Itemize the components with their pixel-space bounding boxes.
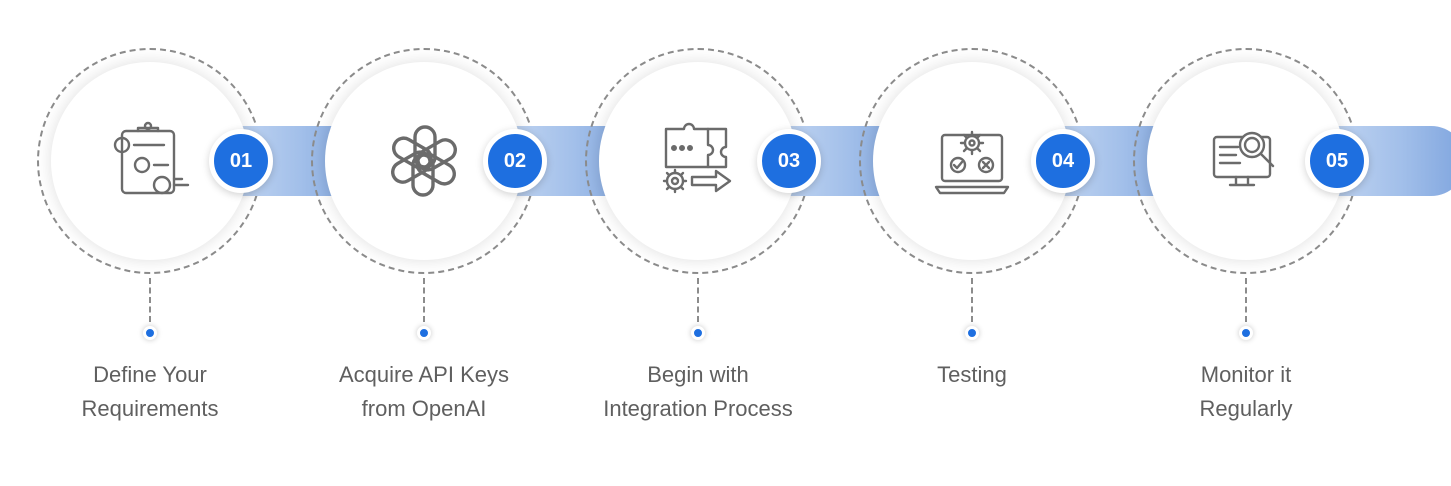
step-1: 01 Define Your Requirements (37, 0, 362, 486)
step-label: Testing (832, 358, 1112, 392)
step-number-badge: 02 (483, 129, 547, 193)
step-label: Begin with Integration Process (558, 358, 838, 426)
step-dot (965, 326, 979, 340)
step-label-line: Begin with (647, 362, 749, 387)
step-dot (691, 326, 705, 340)
dashed-connector-line (1245, 278, 1247, 322)
step-label-line: Acquire API Keys (339, 362, 509, 387)
step-label-line: Define Your (93, 362, 207, 387)
step-label-line: Integration Process (603, 396, 793, 421)
step-5: 05 Monitor it Regularly (1133, 0, 1451, 486)
dashed-connector-line (697, 278, 699, 322)
monitor-search-icon (1212, 131, 1275, 187)
step-number-badge: 04 (1031, 129, 1095, 193)
numbered-checklist-icon (113, 121, 190, 195)
laptop-testing-icon (934, 130, 1010, 195)
puzzle-integration-icon (662, 122, 732, 194)
dashed-connector-line (971, 278, 973, 322)
step-label: Monitor it Regularly (1106, 358, 1386, 426)
step-dot (143, 326, 157, 340)
step-label-line: Testing (937, 362, 1007, 387)
step-number-badge: 03 (757, 129, 821, 193)
dashed-connector-line (149, 278, 151, 322)
openai-logo-icon (391, 125, 457, 197)
step-3: 03 Begin with Integration Process (585, 0, 910, 486)
step-label: Acquire API Keys from OpenAI (284, 358, 564, 426)
step-number-badge: 05 (1305, 129, 1369, 193)
step-label: Define Your Requirements (10, 358, 290, 426)
step-label-line: Requirements (81, 396, 219, 421)
step-label-line: from OpenAI (361, 396, 487, 421)
step-2: 02 Acquire API Keys from OpenAI (311, 0, 636, 486)
step-dot (1239, 326, 1253, 340)
step-4: 04 Testing (859, 0, 1184, 486)
step-label-line: Monitor it (1200, 362, 1292, 387)
dashed-connector-line (423, 278, 425, 322)
step-number-badge: 01 (209, 129, 273, 193)
step-label-line: Regularly (1199, 396, 1293, 421)
step-dot (417, 326, 431, 340)
